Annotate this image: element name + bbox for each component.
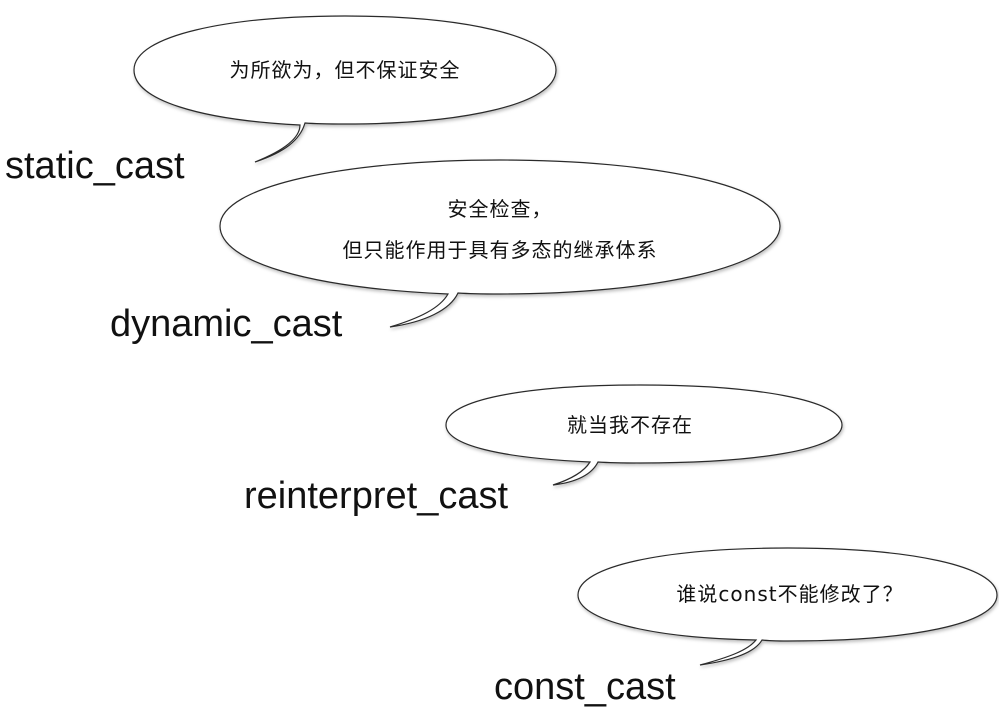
dynamic-cast-label: dynamic_cast <box>110 303 343 345</box>
const-cast-label: const_cast <box>494 666 676 708</box>
static-cast-bubble-text: 为所欲为，但不保证安全 <box>230 58 461 82</box>
dynamic-cast-group: 安全检查， 但只能作用于具有多态的继承体系 dynamic_cast <box>110 159 781 345</box>
dynamic-cast-bubble-line-2: 但只能作用于具有多态的继承体系 <box>343 238 658 262</box>
dynamic-cast-bubble-line-1: 安全检查， <box>448 197 553 221</box>
const-cast-bubble-text: 谁说const不能修改了？ <box>676 582 903 606</box>
const-cast-speech-bubble <box>577 547 998 666</box>
static-cast-group: 为所欲为，但不保证安全 static_cast <box>5 15 557 187</box>
reinterpret-cast-bubble-text: 就当我不存在 <box>567 413 693 437</box>
static-cast-label: static_cast <box>5 145 185 187</box>
dynamic-cast-speech-bubble <box>219 159 781 328</box>
const-cast-group: 谁说const不能修改了？ const_cast <box>494 547 998 708</box>
reinterpret-cast-label: reinterpret_cast <box>244 475 508 517</box>
reinterpret-cast-speech-bubble <box>445 384 843 486</box>
reinterpret-cast-group: 就当我不存在 reinterpret_cast <box>244 384 843 517</box>
static-cast-speech-bubble <box>133 15 557 163</box>
